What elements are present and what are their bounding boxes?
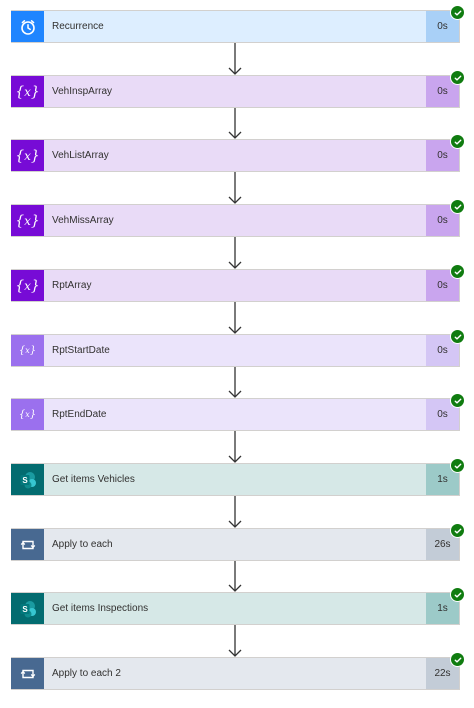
- flow-step-label: RptArray: [52, 280, 92, 291]
- flow-step-recurrence[interactable]: Recurrence 0s: [11, 5, 465, 43]
- connector-arrow-icon: [227, 496, 243, 528]
- flow-step-label: VehMissArray: [52, 215, 114, 226]
- variable-icon: {x}: [11, 205, 44, 236]
- success-check-icon: [450, 393, 465, 408]
- success-check-icon: [450, 134, 465, 149]
- loop-icon: [11, 658, 44, 689]
- connector-arrow-icon: [227, 302, 243, 334]
- flow-step-label: Get items Vehicles: [52, 474, 135, 485]
- flow-step-rptenddate[interactable]: {x} RptEndDate 0s: [11, 393, 465, 431]
- connector-arrow-icon: [227, 43, 243, 75]
- flow-step-label: Apply to each: [52, 539, 113, 550]
- flow-step-label: Recurrence: [52, 21, 104, 32]
- variable-light-icon: {x}: [11, 399, 44, 430]
- flow-step-label: RptStartDate: [52, 345, 110, 356]
- connector-arrow-icon: [227, 172, 243, 204]
- connector-arrow-icon: [227, 237, 243, 269]
- flow-step-label: RptEndDate: [52, 409, 107, 420]
- success-check-icon: [450, 458, 465, 473]
- flow-step-label: Apply to each 2: [52, 668, 121, 679]
- variable-light-icon: {x}: [11, 335, 44, 366]
- loop-icon: [11, 529, 44, 560]
- success-check-icon: [450, 329, 465, 344]
- flow-step-label: VehInspArray: [52, 86, 113, 97]
- variable-icon: {x}: [11, 140, 44, 171]
- variable-icon: {x}: [11, 270, 44, 301]
- connector-arrow-icon: [227, 108, 243, 139]
- success-check-icon: [450, 523, 465, 538]
- connector-arrow-icon: [227, 561, 243, 592]
- success-check-icon: [450, 70, 465, 85]
- sharepoint-icon: S: [11, 464, 44, 495]
- success-check-icon: [450, 587, 465, 602]
- flow-step-label: Get items Inspections: [52, 603, 149, 614]
- sharepoint-icon: S: [11, 593, 44, 624]
- flow-step-label: VehListArray: [52, 150, 109, 161]
- variable-icon: {x}: [11, 76, 44, 107]
- success-check-icon: [450, 652, 465, 667]
- flow-step-duration: 0s: [426, 11, 459, 42]
- flow-step-duration: 0s: [426, 399, 459, 430]
- success-check-icon: [450, 264, 465, 279]
- svg-text:S: S: [22, 605, 28, 614]
- connector-arrow-icon: [227, 367, 243, 398]
- svg-text:S: S: [22, 476, 28, 485]
- connector-arrow-icon: [227, 431, 243, 463]
- success-check-icon: [450, 199, 465, 214]
- success-check-icon: [450, 5, 465, 20]
- alarm-clock-icon: [11, 11, 44, 42]
- connector-arrow-icon: [227, 625, 243, 657]
